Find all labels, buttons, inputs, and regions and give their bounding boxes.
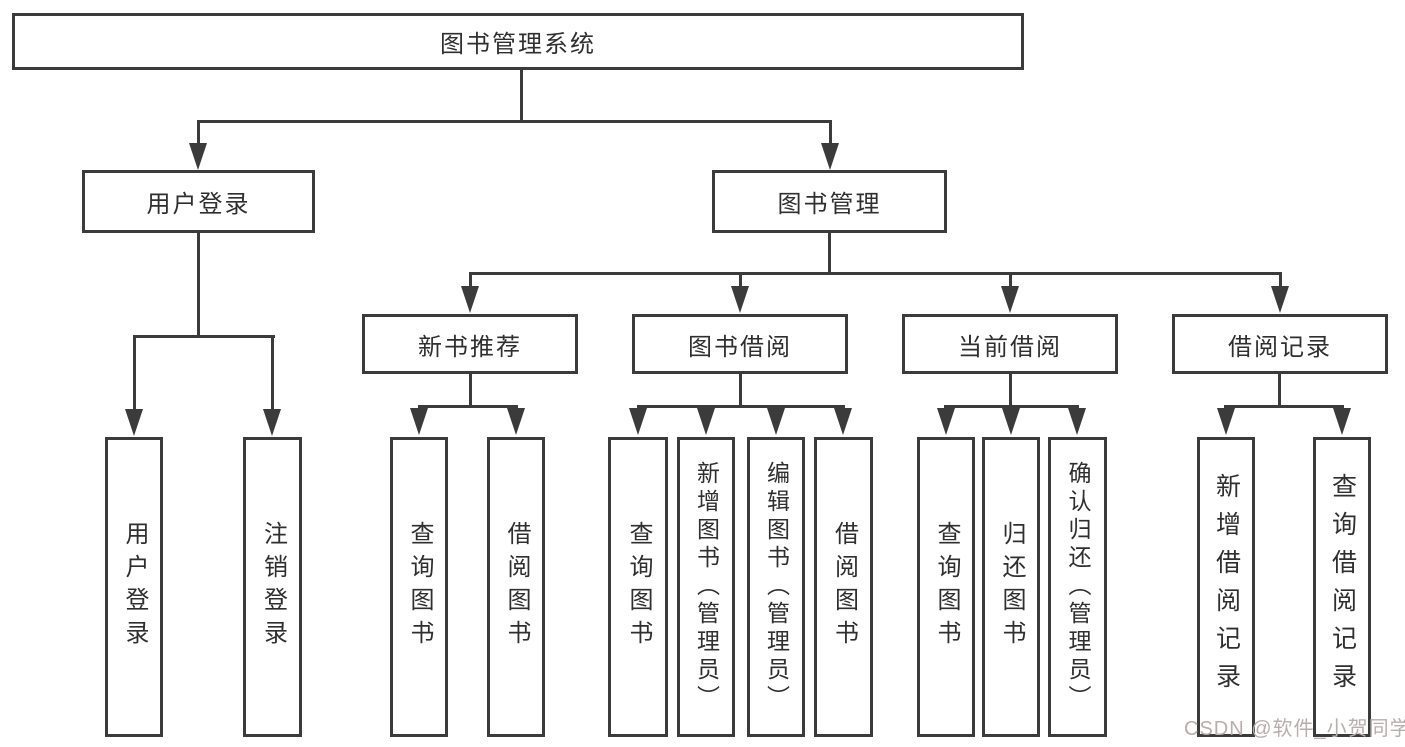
arrowhead-down-icon (697, 408, 715, 435)
connector-vline (739, 373, 742, 407)
arrowhead-down-icon (767, 408, 785, 435)
leaf-label: 编辑图书（管理员） (763, 461, 790, 713)
node-library-management-system: 图书管理系统 (12, 13, 1024, 70)
connector-vline (739, 272, 742, 288)
leaf-return-books: 归还图书 (982, 437, 1040, 737)
connector-hline (197, 120, 832, 123)
arrowhead-down-icon (410, 408, 428, 435)
arrowhead-down-icon (189, 143, 207, 170)
connector-vline (829, 120, 832, 146)
leaf-label: 查询图书 (625, 521, 652, 653)
connector-hline (1224, 405, 1344, 408)
connector-vline (828, 232, 831, 274)
leaf-query-books-borrow: 查询图书 (608, 437, 668, 737)
leaf-borrow-books: 借阅图书 (814, 437, 873, 737)
connector-hline (133, 335, 275, 338)
node-new-book-recommendation: 新书推荐 (362, 314, 578, 374)
arrowhead-down-icon (1002, 408, 1020, 435)
arrowhead-down-icon (834, 408, 852, 435)
arrowhead-down-icon (1271, 286, 1289, 313)
leaf-label: 查询图书 (406, 521, 433, 653)
node-current-borrowing: 当前借阅 (902, 314, 1118, 374)
arrowhead-down-icon (263, 409, 281, 436)
node-label: 当前借阅 (958, 333, 1062, 361)
leaf-label: 新增图书（管理员） (693, 461, 720, 713)
leaf-label: 用户登录 (121, 521, 148, 653)
connector-hline (944, 405, 1079, 408)
connector-vline (469, 272, 472, 288)
leaf-label: 借阅图书 (830, 521, 858, 653)
node-label: 图书借阅 (688, 333, 792, 361)
connector-hline (469, 272, 1282, 275)
connector-vline (271, 335, 274, 411)
connector-vline (197, 232, 200, 337)
connector-hline (418, 405, 518, 408)
connector-vline (1009, 272, 1012, 288)
connector-vline (1278, 373, 1281, 407)
arrowhead-down-icon (507, 408, 525, 435)
leaf-add-books-admin: 新增图书（管理员） (677, 437, 735, 737)
leaf-label: 注销登录 (259, 521, 287, 653)
node-label: 图书管理系统 (440, 31, 596, 58)
node-borrowing-records: 借阅记录 (1172, 314, 1388, 374)
leaf-label: 归还图书 (998, 521, 1025, 653)
leaf-query-borrow-record: 查询借阅记录 (1313, 437, 1371, 737)
arrowhead-down-icon (461, 286, 479, 313)
leaf-confirm-return-admin: 确认归还（管理员） (1048, 437, 1107, 737)
connector-vline (520, 69, 523, 122)
connector-vline (1009, 373, 1012, 407)
leaf-borrow-books-recommend: 借阅图书 (487, 437, 545, 737)
connector-vline (469, 373, 472, 407)
node-user-login: 用户登录 (82, 170, 315, 233)
connector-vline (133, 335, 136, 411)
arrowhead-down-icon (1068, 408, 1086, 435)
node-label: 用户登录 (146, 191, 251, 218)
leaf-add-borrow-record: 新增借阅记录 (1197, 437, 1255, 737)
arrowhead-down-icon (1333, 408, 1351, 435)
node-label: 图书管理 (777, 191, 882, 218)
node-book-management: 图书管理 (712, 170, 947, 233)
connector-hline (637, 405, 845, 408)
leaf-label: 新增借阅记录 (1212, 473, 1241, 701)
leaf-label: 查询借阅记录 (1328, 473, 1357, 701)
arrowhead-down-icon (731, 286, 749, 313)
arrowhead-down-icon (937, 408, 955, 435)
arrowhead-down-icon (629, 408, 647, 435)
leaf-label: 查询图书 (933, 521, 960, 653)
watermark: CSDN @软件_小贺同学 (1184, 718, 1405, 740)
leaf-label: 借阅图书 (503, 521, 530, 653)
node-label: 借阅记录 (1228, 333, 1332, 361)
leaf-label: 确认归还（管理员） (1065, 461, 1091, 713)
leaf-user-login: 用户登录 (105, 437, 163, 737)
leaf-query-books-current: 查询图书 (917, 437, 975, 737)
arrowhead-down-icon (125, 409, 143, 436)
leaf-edit-books-admin: 编辑图书（管理员） (747, 437, 805, 737)
arrowhead-down-icon (1217, 408, 1235, 435)
arrowhead-down-icon (821, 143, 839, 170)
node-book-borrowing: 图书借阅 (632, 314, 848, 374)
connector-vline (1279, 272, 1282, 288)
node-label: 新书推荐 (418, 333, 522, 361)
leaf-logout: 注销登录 (243, 437, 302, 737)
leaf-query-books-recommend: 查询图书 (390, 437, 448, 737)
arrowhead-down-icon (1001, 286, 1019, 313)
connector-vline (197, 120, 200, 146)
